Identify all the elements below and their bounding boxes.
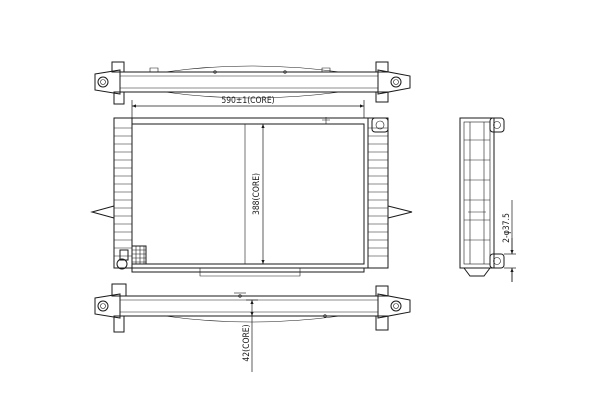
dimension-core-thickness — [246, 299, 258, 372]
front-view — [90, 117, 413, 277]
dimension-core-width — [131, 100, 365, 118]
top-view — [94, 61, 411, 105]
core-sample-pattern — [131, 245, 147, 265]
right-tank-fins — [368, 127, 388, 257]
core-thickness-label: 42(CORE) — [242, 324, 252, 361]
dimension-pipe-diameter — [504, 200, 516, 282]
side-view — [459, 117, 505, 277]
pipe-diameter-label: 2-φ37.5 — [502, 213, 512, 243]
core-width-label: 590±1(CORE) — [221, 96, 274, 106]
core-height-label: 388(CORE) — [252, 173, 262, 215]
bottom-view — [94, 283, 411, 333]
left-tank-fins — [114, 127, 132, 257]
